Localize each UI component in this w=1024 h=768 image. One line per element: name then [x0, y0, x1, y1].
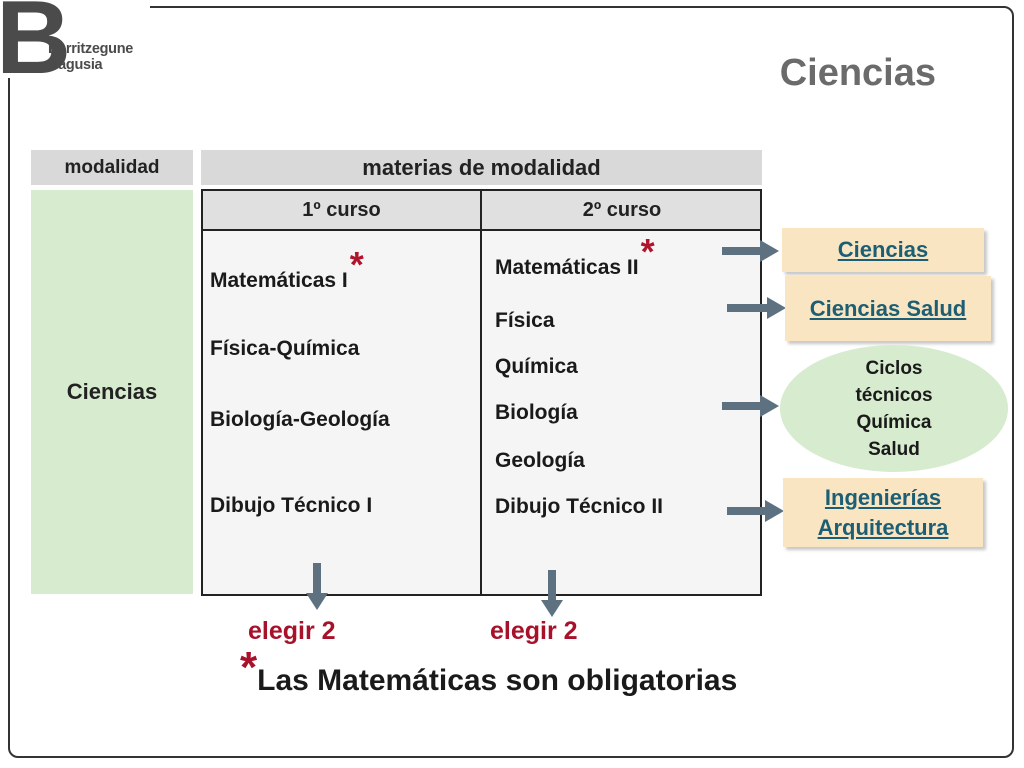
logo: B Berritzegune Nagusia — [0, 0, 150, 90]
elegir-label-1: elegir 2 — [248, 617, 336, 645]
star-mark: * — [349, 244, 364, 285]
right-arrow-icon — [722, 240, 779, 262]
subject-dibujo-tecnico-ii: Dibujo Técnico II — [495, 495, 664, 518]
dest-ciencias-link[interactable]: Ciencias — [782, 228, 984, 272]
subject-matematicas-i: Matemáticas I* — [210, 247, 364, 293]
subject-label: Matemáticas I — [210, 269, 348, 292]
ingenierias-line-2: Arquitectura — [817, 514, 949, 540]
ciclos-line-1: Ciclos — [865, 357, 923, 379]
subject-matematicas-ii: Matemáticas II* — [495, 234, 655, 280]
right-arrow-icon — [722, 395, 779, 417]
ciclos-line-2: técnicos — [855, 384, 933, 406]
modalidad-value: Ciencias — [66, 379, 158, 404]
footnote-text: Las Matemáticas son obligatorias — [257, 664, 738, 697]
subject-fisica-quimica: Física-Química — [210, 337, 360, 360]
star-mark: * — [640, 231, 655, 272]
ciclos-line-3: Química — [856, 411, 932, 433]
column-divider — [480, 191, 482, 594]
subject-biologia: Biología — [495, 401, 578, 424]
subject-biologia-geologia: Biología-Geología — [210, 408, 390, 431]
ingenierias-line-1: Ingenierías — [824, 484, 942, 510]
right-arrow-icon — [727, 297, 786, 319]
logo-text: Berritzegune Nagusia — [48, 41, 133, 73]
subject-fisica: Física — [495, 309, 555, 332]
subject-geologia: Geología — [495, 449, 585, 472]
subject-dibujo-tecnico-i: Dibujo Técnico I — [210, 494, 373, 517]
footnote-star: * — [240, 643, 258, 692]
subject-quimica: Química — [495, 355, 578, 378]
dest-ingenierias-link[interactable]: Ingenierías Arquitectura — [783, 478, 983, 547]
elegir-label-2: elegir 2 — [490, 617, 578, 645]
modalidad-box: Ciencias — [31, 190, 193, 594]
dest-ciencias-salud-link[interactable]: Ciencias Salud — [785, 276, 991, 341]
col1-header: 1º curso — [302, 199, 381, 221]
materias-header: materias de modalidad — [201, 150, 762, 185]
down-arrow-icon — [306, 563, 328, 610]
modalidad-header: modalidad — [31, 150, 193, 185]
down-arrow-icon — [541, 570, 563, 617]
subjects-table: 1º curso 2º curso Matemáticas I* Física-… — [201, 189, 762, 596]
subject-label: Matemáticas II — [495, 256, 639, 279]
logo-line-2: Nagusia — [48, 57, 103, 73]
ciclos-line-4: Salud — [868, 438, 920, 460]
logo-line-1: Berritzegune — [48, 41, 134, 57]
ciclos-tecnicos-bubble: Ciclos técnicos Química Salud — [780, 345, 1008, 472]
col2-header: 2º curso — [582, 199, 662, 221]
footnote: *Las Matemáticas son obligatorias — [240, 646, 738, 698]
logo-letter: B — [0, 0, 71, 96]
page-title: Ciencias — [779, 52, 936, 94]
right-arrow-icon — [727, 500, 784, 522]
